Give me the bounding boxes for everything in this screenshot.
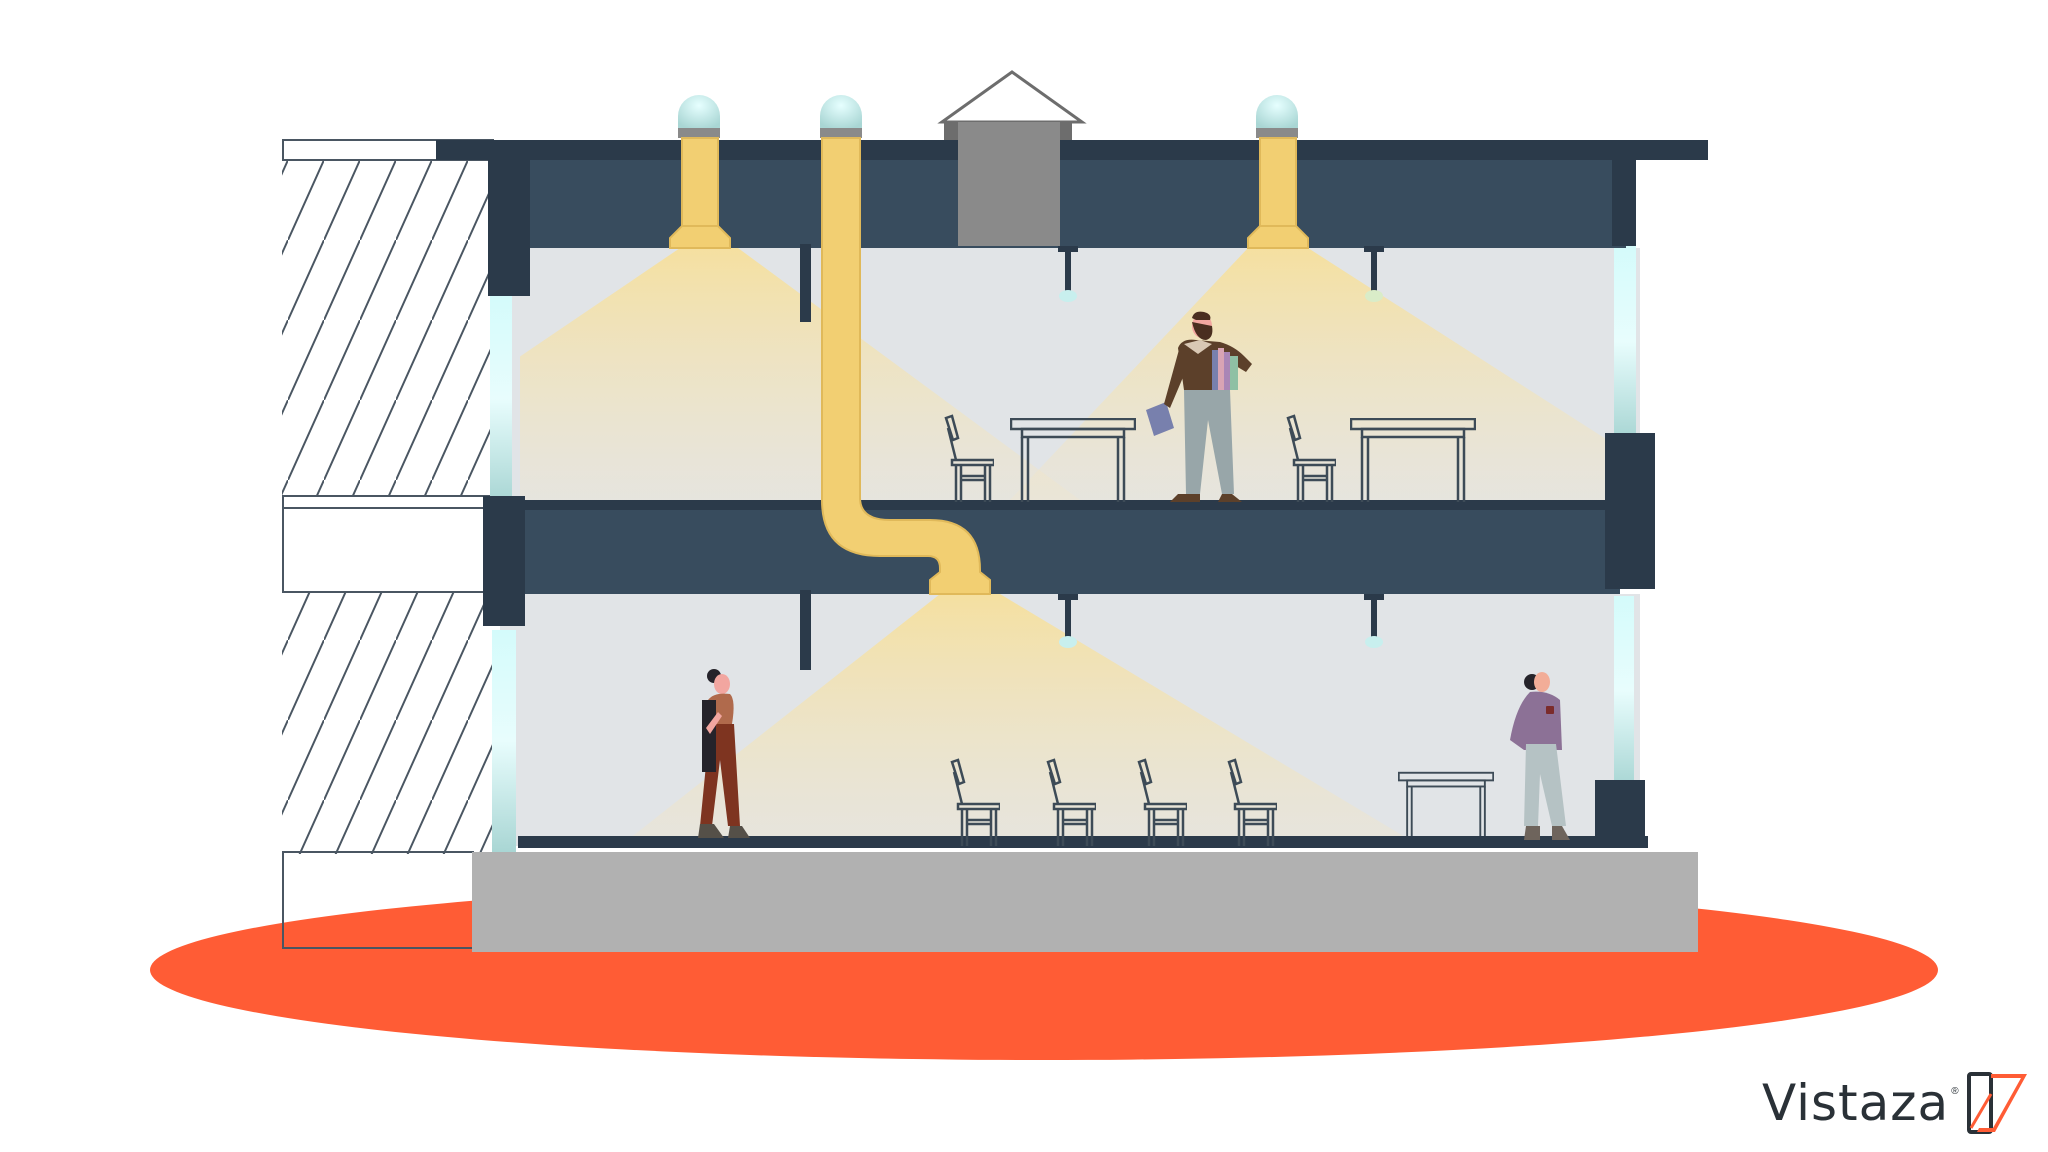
foundation [472, 852, 1698, 952]
roof-column-left [488, 140, 530, 296]
window-glass [1614, 596, 1634, 786]
roof-vent [937, 70, 1087, 246]
pendant-light [1364, 246, 1384, 302]
ceiling-beam [800, 244, 811, 322]
pendant-light [1364, 594, 1384, 648]
pendant-light [1058, 246, 1078, 302]
person-woman-with-bag [698, 669, 750, 838]
ground-column-right [1595, 780, 1645, 846]
roof-column-right [1612, 160, 1636, 246]
person-man-with-books [1146, 311, 1252, 502]
middle-column-left [483, 496, 525, 626]
window-glass [492, 630, 516, 852]
daylight-tube-bent [820, 95, 991, 595]
adjacent-wall-hatch [282, 139, 494, 949]
registered-mark: ® [1951, 1086, 1959, 1097]
person-woman-with-mug [1510, 672, 1570, 840]
daylight-tube-upper-right [1247, 95, 1309, 249]
light-cone-upper-right [1010, 248, 1620, 500]
window-glass [1614, 246, 1636, 438]
brand-logo: Vistaza ® [1762, 1068, 2029, 1138]
ground-floor-slab [518, 836, 1648, 848]
middle-slab [520, 510, 1620, 594]
ceiling-beam [800, 590, 811, 670]
middle-slab-top [500, 500, 1640, 510]
pendant-light [1058, 594, 1078, 648]
light-cone-lower [620, 594, 1420, 846]
light-cone-upper-left [520, 248, 1080, 500]
middle-column-right [1605, 433, 1655, 589]
window-glass [490, 296, 512, 502]
brand-name: Vistaza [1762, 1074, 1950, 1132]
vistaza-mark-icon [1966, 1072, 2027, 1134]
daylight-tube-upper-left [669, 95, 731, 249]
roof-slab-top [436, 140, 1708, 160]
